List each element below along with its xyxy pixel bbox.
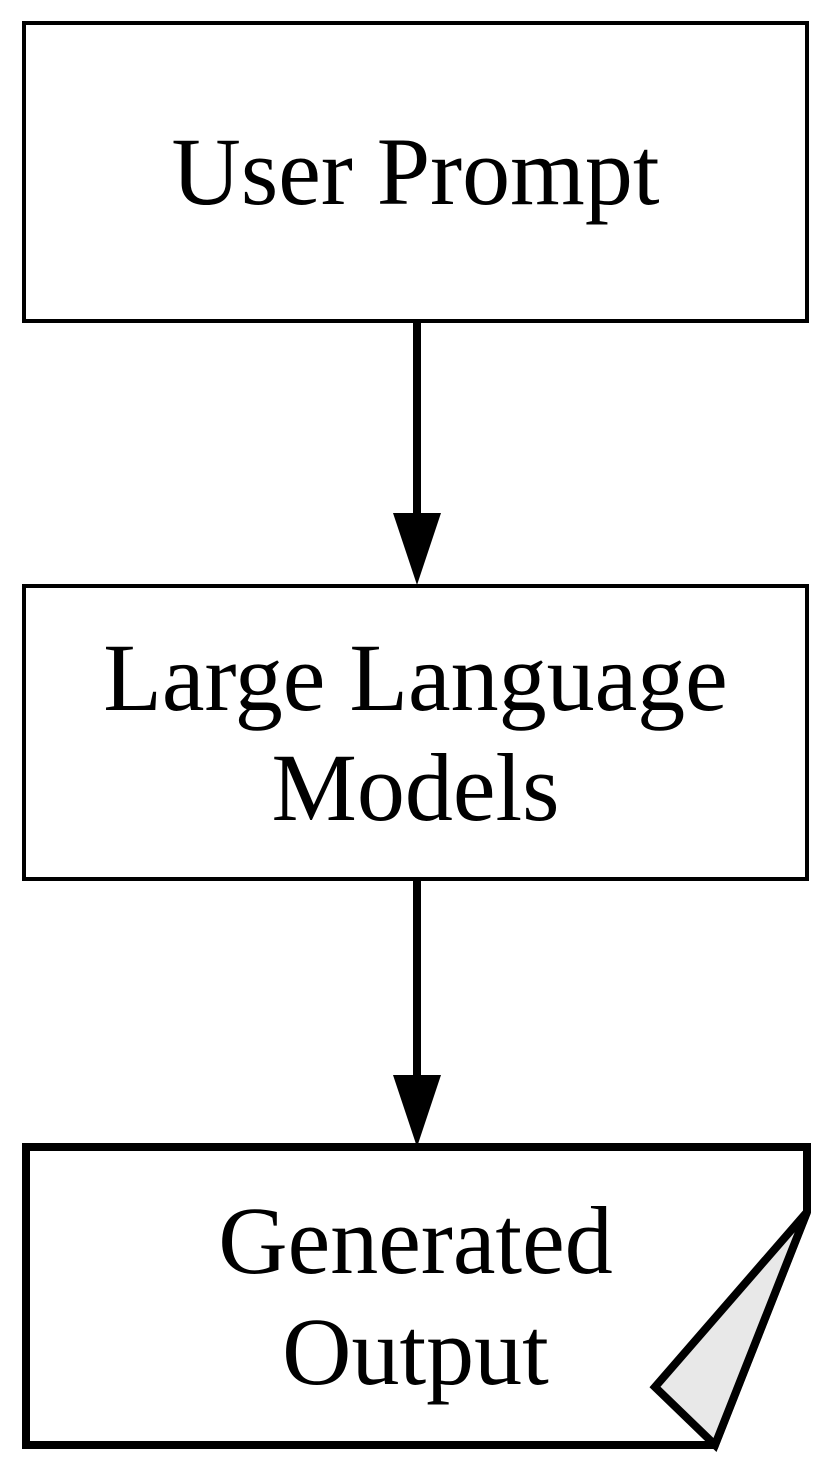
edge-arrow-2-arrowhead-icon [393,1075,441,1147]
document-folded-corner-icon [649,1209,811,1453]
node-user-prompt: User Prompt [22,21,809,323]
edge-arrow-1-arrowhead-icon [393,513,441,585]
edge-arrow-1-stem [413,321,421,519]
node-user-prompt-label: User Prompt [171,118,660,226]
node-large-language-models: Large Language Models [22,584,809,881]
edge-arrow-2-stem [413,879,421,1079]
node-large-language-models-label: Large Language Models [103,624,728,841]
node-generated-output-shape [22,1143,811,1453]
